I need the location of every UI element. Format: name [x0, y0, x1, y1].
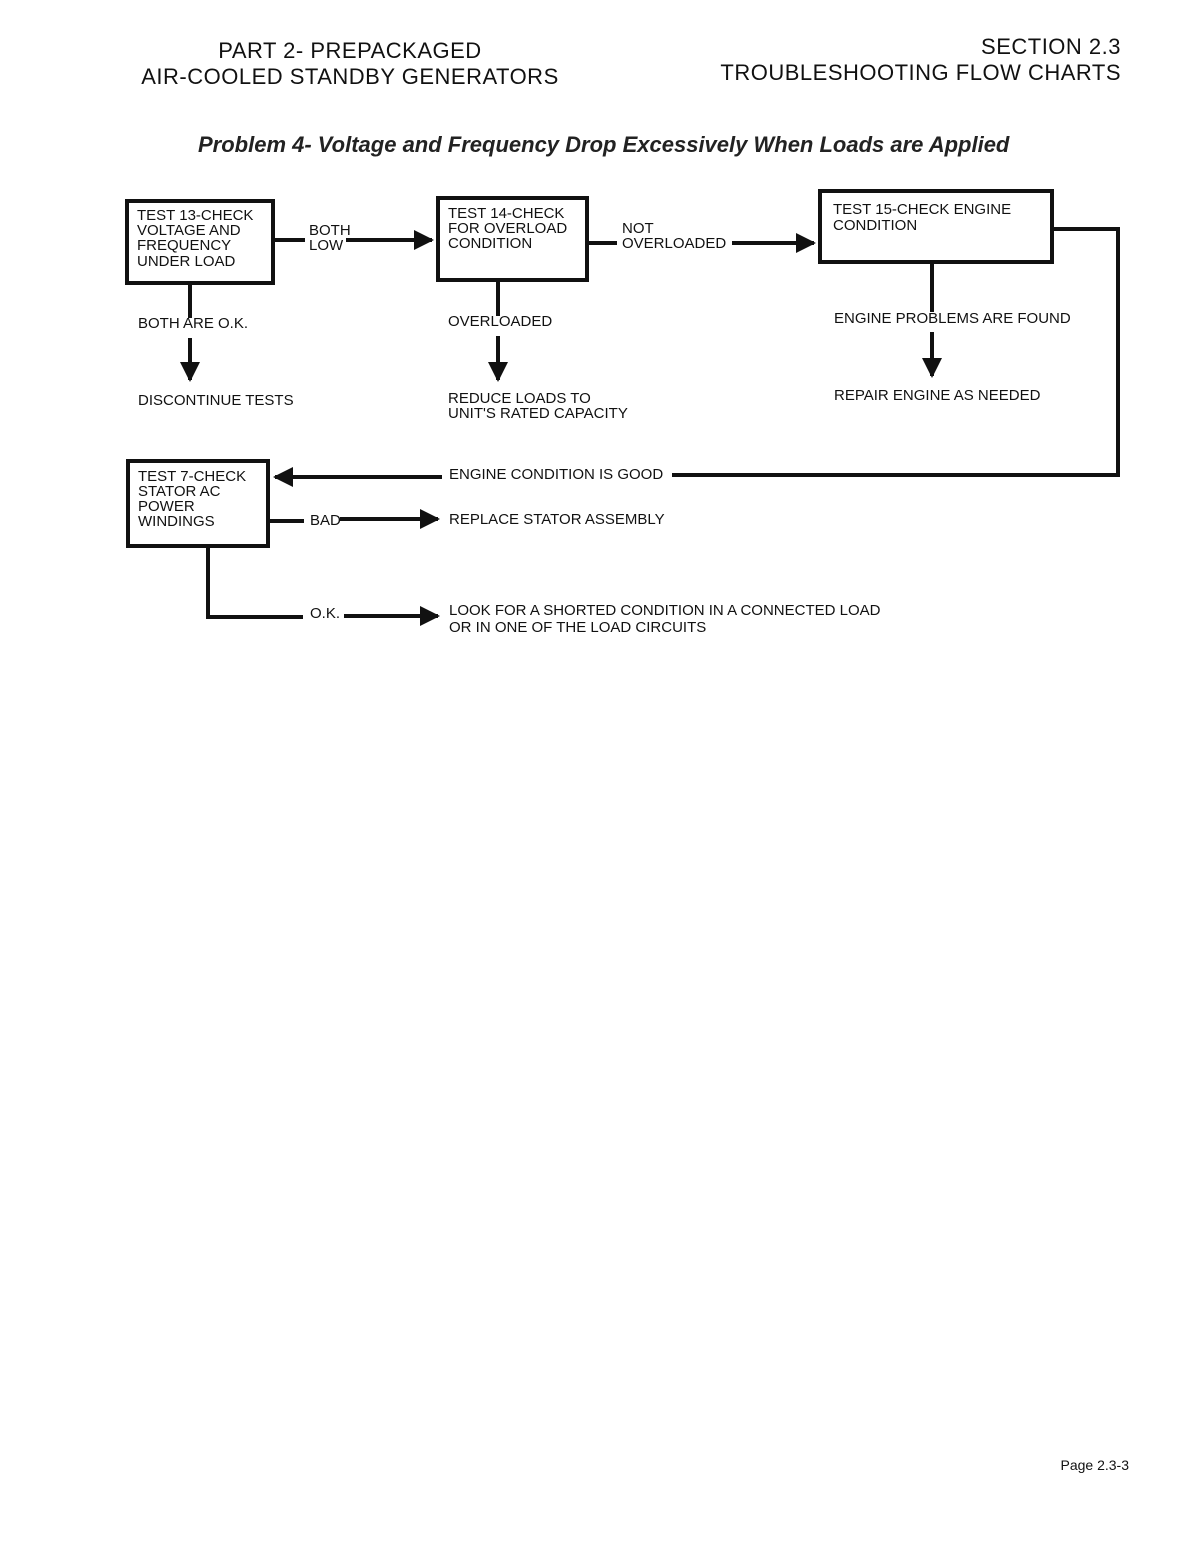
header-part: PART 2- PREPACKAGED AIR-COOLED STANDBY G…	[130, 38, 570, 90]
label-engine-problems: ENGINE PROBLEMS ARE FOUND	[834, 310, 1071, 327]
label-reduce-2: UNIT'S RATED CAPACITY	[448, 405, 628, 422]
label-engine-good: ENGINE CONDITION IS GOOD	[449, 466, 663, 483]
label-overloaded: OVERLOADED	[448, 313, 552, 330]
box-test14	[436, 196, 589, 282]
label-both: BOTH	[309, 222, 351, 239]
label-ok: O.K.	[310, 605, 340, 622]
test13-text: TEST 13-CHECK VOLTAGE AND FREQUENCY UNDE…	[137, 207, 253, 270]
label-repair-engine: REPAIR ENGINE AS NEEDED	[834, 387, 1041, 404]
test7-line: STATOR AC	[138, 483, 221, 500]
label-low: LOW	[309, 237, 344, 254]
box-test7	[126, 459, 270, 548]
label-bad: BAD	[310, 512, 341, 529]
test7-line: WINDINGS	[138, 513, 215, 530]
label-shorted-1: LOOK FOR A SHORTED CONDITION IN A CONNEC…	[449, 602, 881, 619]
test13-line: VOLTAGE AND	[137, 222, 241, 239]
flowchart: TEST 13-CHECK VOLTAGE AND FREQUENCY UNDE…	[125, 189, 1120, 636]
test13-line: TEST 13-CHECK	[137, 207, 253, 224]
box-test15	[818, 189, 1054, 264]
page-title: Problem 4- Voltage and Frequency Drop Ex…	[198, 132, 1010, 157]
header-section: SECTION 2.3 TROUBLESHOOTING FLOW CHARTS	[641, 34, 1121, 86]
header-part-line1: PART 2- PREPACKAGED	[218, 38, 482, 63]
connector-15-loop	[672, 227, 1120, 477]
test7-line: POWER	[138, 498, 195, 515]
header-section-line1: SECTION 2.3	[981, 34, 1121, 59]
test14-line: TEST 14-CHECK	[448, 205, 564, 222]
test15-line: TEST 15-CHECK ENGINE	[833, 201, 1011, 218]
test14-line: CONDITION	[448, 235, 532, 252]
test13-line: FREQUENCY	[137, 237, 231, 254]
label-not: NOT	[622, 220, 654, 237]
header-section-line2: TROUBLESHOOTING FLOW CHARTS	[720, 60, 1121, 85]
label-both-ok: BOTH ARE O.K.	[138, 315, 248, 332]
page-number: Page 2.3-3	[1060, 1457, 1130, 1473]
test14-line: FOR OVERLOAD	[448, 220, 567, 237]
test14-text: TEST 14-CHECK FOR OVERLOAD CONDITION	[448, 205, 567, 252]
test7-text: TEST 7-CHECK STATOR AC POWER WINDINGS	[138, 468, 246, 530]
label-replace-stator: REPLACE STATOR ASSEMBLY	[449, 511, 665, 528]
connector-7-ok	[206, 546, 303, 619]
header-part-line2: AIR-COOLED STANDBY GENERATORS	[141, 64, 559, 89]
test13-line: UNDER LOAD	[137, 253, 236, 270]
test15-line: CONDITION	[833, 217, 917, 234]
test7-line: TEST 7-CHECK	[138, 468, 246, 485]
label-reduce-1: REDUCE LOADS TO	[448, 390, 591, 407]
label-discontinue: DISCONTINUE TESTS	[138, 392, 294, 409]
label-shorted-2: OR IN ONE OF THE LOAD CIRCUITS	[449, 619, 706, 636]
box-test13	[125, 199, 275, 285]
label-overloaded-line: OVERLOADED	[622, 235, 726, 252]
test15-text: TEST 15-CHECK ENGINE CONDITION	[833, 201, 1011, 234]
